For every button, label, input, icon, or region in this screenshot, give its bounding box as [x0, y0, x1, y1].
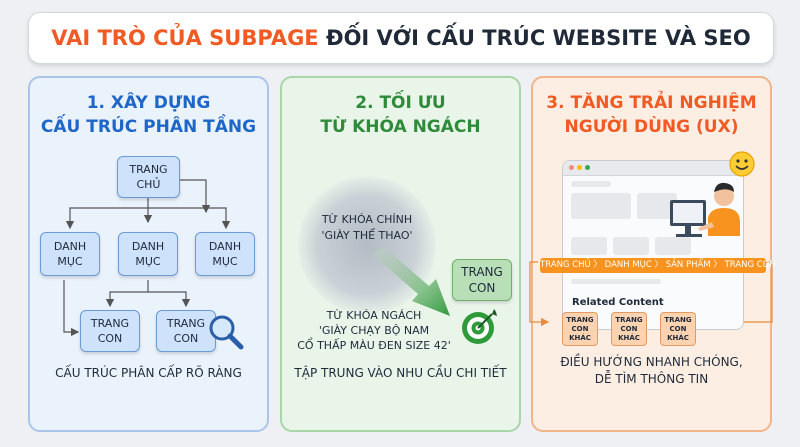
page-title: VAI TRÒ CỦA SUBPAGE ĐỐI VỚI CẤU TRÚC WEB… [28, 12, 774, 64]
panel-3-caption-line2: DỄ TÌM THÔNG TIN [594, 372, 709, 386]
panel-3-title-line2: NGƯỜI DÙNG (UX) [564, 117, 739, 137]
title-accent: VAI TRÒ CỦA SUBPAGE [51, 26, 319, 50]
window-dot-icon [585, 165, 590, 170]
keyword-cloud [298, 176, 436, 314]
panel-2-caption: TẬP TRUNG VÀO NHU CẦU CHI TIẾT [294, 366, 507, 380]
niche-keyword-line1: 'GIÀY CHẠY BỘ NAM [318, 324, 430, 337]
magnifier-icon [209, 315, 244, 350]
panel-2-title-line2: TỪ KHÓA NGÁCH [320, 117, 481, 137]
panel-1-title-line2: CẤU TRÚC PHÂN TẦNG [40, 117, 257, 137]
browser-title-bar [563, 161, 743, 176]
panel-3-title-line1: 3. TĂNG TRẢI NGHIỆM [546, 93, 757, 113]
niche-keyword-label: TỪ KHÓA NGÁCH [326, 309, 422, 322]
title-rest: ĐỐI VỚI CẤU TRÚC WEBSITE VÀ SEO [325, 26, 751, 50]
panel-2-title-line1: 2. TỐI ƯU [355, 93, 446, 113]
person-at-computer-icon [670, 182, 740, 237]
window-dot-icon [569, 165, 574, 170]
breadcrumb: TRANG CHỦ 〉 DANH MỤC 〉 SẢN PHẨM 〉 TRANG … [540, 258, 776, 273]
target-icon [462, 309, 497, 344]
panel-1-caption: CẤU TRÚC PHÂN CẤP RÕ RÀNG [55, 366, 242, 380]
niche-keyword-line2: CỔ THẤP MÀU ĐEN SIZE 42' [297, 339, 451, 352]
main-keyword-value: 'GIÀY THỂ THAO' [321, 229, 413, 242]
panel-3-caption-line1: ĐIỀU HƯỚNG NHANH CHÓNG, [560, 355, 743, 369]
main-keyword-label: TỪ KHÓA CHÍNH [321, 213, 413, 226]
smiley-icon [729, 151, 755, 177]
focus-arrow [372, 248, 450, 316]
window-dot-icon [577, 165, 582, 170]
related-content-title: Related Content [572, 297, 664, 308]
panel-1-title-line1: 1. XÂY DỰNG [86, 93, 211, 113]
